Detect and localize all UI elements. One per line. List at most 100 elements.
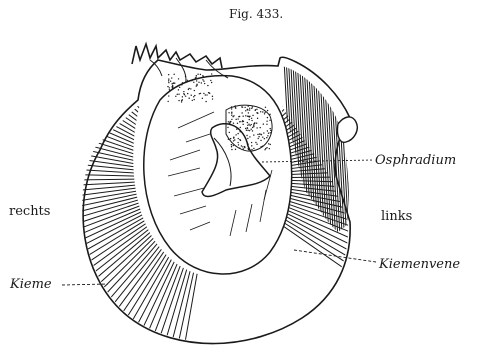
stipple-dot — [205, 101, 206, 102]
lamella-line — [14, 181, 154, 188]
stipple-dot — [266, 137, 267, 138]
stipple-dot — [255, 110, 256, 111]
stipple-dot — [252, 115, 253, 116]
stipple-dot — [196, 84, 197, 85]
stipple-dot — [235, 107, 236, 108]
stipple-dot — [202, 79, 203, 80]
stipple-dot — [244, 107, 245, 108]
stipple-dot — [265, 107, 266, 108]
stipple-dot — [247, 143, 248, 144]
lamella-line — [16, 150, 155, 169]
stipple-dot — [268, 133, 269, 134]
stipple-dot — [178, 89, 179, 90]
stipple-dot — [236, 129, 237, 130]
stipple-dot — [169, 89, 170, 90]
stipple-dot — [188, 98, 189, 99]
stipple-dot — [266, 147, 267, 148]
stipple-dot — [249, 136, 250, 137]
stipple-dot — [231, 119, 232, 120]
stipple-dot — [241, 112, 242, 113]
stipple-dot — [239, 121, 240, 122]
stipple-dot — [211, 82, 212, 83]
stipple-dot — [235, 149, 236, 150]
stipple-dot — [169, 87, 170, 88]
stipple-dot — [267, 117, 268, 118]
stipple-dot — [168, 74, 169, 75]
stipple-dot — [247, 122, 248, 123]
stipple-dot — [257, 134, 258, 135]
stipple-dot — [179, 87, 180, 88]
lamella-line — [274, 169, 414, 175]
stipple-dot — [256, 123, 257, 124]
stipple-dot — [246, 130, 247, 131]
stipple-dot — [178, 78, 179, 79]
stipple-dot — [172, 87, 173, 88]
lamella-line — [319, 60, 329, 240]
stipple-dot — [175, 96, 176, 97]
stipple-dot — [200, 74, 201, 75]
stipple-dot — [266, 120, 267, 121]
stipple-dot — [182, 82, 183, 83]
lamella-line — [350, 60, 360, 240]
stipple-dot — [206, 94, 207, 95]
stipple-dot — [259, 133, 260, 134]
stipple-dot — [173, 74, 174, 75]
stipple-dot — [265, 148, 266, 149]
stipple-dot — [251, 108, 252, 109]
stipple-dot — [185, 95, 186, 96]
stipple-dot — [251, 145, 252, 146]
stipple-dot — [208, 92, 209, 93]
stipple-dot — [252, 130, 253, 131]
stipple-dot — [168, 95, 169, 96]
stipple-dot — [263, 123, 264, 124]
stipple-dot — [260, 127, 261, 128]
lamella-line — [36, 205, 161, 269]
lamella-line — [41, 78, 162, 148]
stipple-dot — [242, 115, 243, 116]
stipple-dot — [227, 127, 228, 128]
stipple-dot — [237, 118, 238, 119]
stipple-dot — [244, 146, 245, 147]
stipple-dot — [189, 80, 190, 81]
stipple-dot — [238, 144, 239, 145]
stipple-dot — [170, 80, 171, 81]
right-lamellae — [284, 60, 367, 240]
stipple-dot — [238, 116, 239, 117]
stipple-dot — [230, 121, 231, 122]
stipple-dot — [177, 94, 178, 95]
stipple-dot — [201, 82, 202, 83]
lamella-line — [348, 60, 358, 240]
lamella-line — [357, 60, 367, 240]
stipple-dot — [228, 112, 229, 113]
stipple-dot — [182, 99, 183, 100]
lamella-line — [25, 113, 157, 159]
lamella-line — [15, 158, 154, 172]
stipple-dot — [252, 106, 253, 107]
stipple-dot — [247, 109, 248, 110]
stipple-dot — [195, 77, 196, 78]
stipple-dot — [185, 80, 186, 81]
stipple-dot — [247, 125, 248, 126]
stipple-dot — [248, 149, 249, 150]
label-kieme: Kieme — [10, 278, 52, 291]
stipple-dot — [172, 86, 173, 87]
stipple-dot — [233, 140, 234, 141]
stipple-dot — [257, 113, 258, 114]
stipple-dot — [194, 90, 195, 91]
stipple-dot — [247, 138, 248, 139]
lamella-line — [28, 106, 159, 157]
stipple-dot — [182, 96, 183, 97]
lamella-line — [274, 177, 414, 178]
stipple-dot — [187, 93, 188, 94]
stipple-dot — [191, 80, 192, 81]
right-appendage — [337, 117, 357, 142]
stipple-dot — [249, 125, 250, 126]
stipple-dot — [193, 96, 194, 97]
stipple-dot — [248, 112, 249, 113]
stipple-dot — [260, 133, 261, 134]
stipple-dot — [268, 143, 269, 144]
stipple-dot — [256, 109, 257, 110]
stipple-dot — [245, 110, 246, 111]
stipple-dot — [203, 93, 204, 94]
